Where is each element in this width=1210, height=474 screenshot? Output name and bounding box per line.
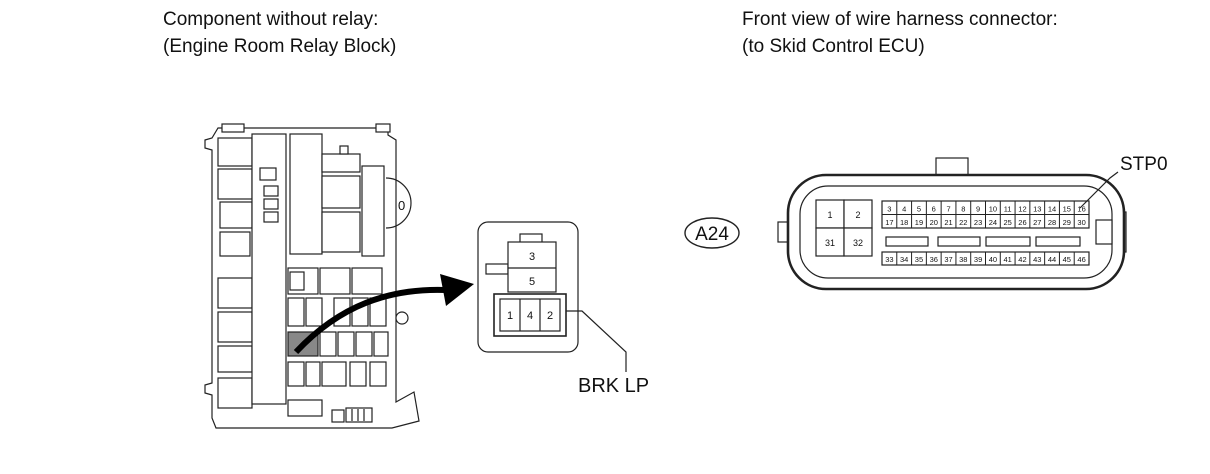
right-caption-line1: Front view of wire harness connector: <box>742 9 1058 30</box>
relay-pin-1: 1 <box>507 310 513 322</box>
ecu-pin-5: 5 <box>917 205 921 214</box>
ecu-pin-46: 46 <box>1077 255 1085 264</box>
ecu-pin-19: 19 <box>915 218 923 227</box>
ecu-pin-6: 6 <box>932 205 936 214</box>
left-caption: Component without relay: (Engine Room Re… <box>163 6 396 60</box>
ecu-pin-9: 9 <box>976 205 980 214</box>
ecu-pin-45: 45 <box>1063 255 1071 264</box>
ecu-pin-35: 35 <box>915 255 923 264</box>
ecu-pin-24: 24 <box>989 218 997 227</box>
pin-dividers <box>896 201 1075 265</box>
brk-lp-label: BRK LP <box>578 375 649 397</box>
curved-arrow-icon <box>293 274 474 355</box>
ecu-pin-44: 44 <box>1048 255 1056 264</box>
relay-pin-4: 4 <box>527 310 533 322</box>
left-caption-line2: (Engine Room Relay Block) <box>163 36 397 57</box>
relay-pin-5: 5 <box>529 276 535 288</box>
ecu-pin-36: 36 <box>930 255 938 264</box>
ecu-pin-23: 23 <box>974 218 982 227</box>
ecu-pin-15: 15 <box>1063 205 1071 214</box>
ecu-pin-10: 10 <box>989 205 997 214</box>
ecu-pin-2: 2 <box>855 210 860 220</box>
ecu-pin-33: 33 <box>885 255 893 264</box>
relay-pin-2: 2 <box>547 310 553 322</box>
right-caption: Front view of wire harness connector: (t… <box>742 6 1058 60</box>
ecu-pin-43: 43 <box>1033 255 1041 264</box>
ecu-pin-41: 41 <box>1004 255 1012 264</box>
ecu-connector-housing <box>777 157 1127 291</box>
ecu-pin-42: 42 <box>1018 255 1026 264</box>
a24-badge-label: A24 <box>695 224 729 245</box>
stp0-label: STP0 <box>1120 154 1168 175</box>
a24-badge <box>684 217 740 249</box>
ecu-pin-17: 17 <box>885 218 893 227</box>
ecu-pin-34: 34 <box>900 255 908 264</box>
ecu-pin-37: 37 <box>944 255 952 264</box>
ecu-pin-39: 39 <box>974 255 982 264</box>
ecu-pin-27: 27 <box>1033 218 1041 227</box>
ecu-pin-20: 20 <box>930 218 938 227</box>
ecu-pin-13: 13 <box>1033 205 1041 214</box>
ecu-pin-22: 22 <box>959 218 967 227</box>
ecu-pin-30: 30 <box>1077 218 1085 227</box>
ecu-pin-4: 4 <box>902 205 906 214</box>
left-caption-line1: Component without relay: <box>163 9 379 30</box>
ecu-pin-31: 31 <box>825 238 835 248</box>
ecu-pin-3: 3 <box>887 205 891 214</box>
ecu-pin-18: 18 <box>900 218 908 227</box>
right-caption-line2: (to Skid Control ECU) <box>742 36 925 57</box>
relay-block-zero-mark: 0 <box>398 198 405 213</box>
ecu-pin-26: 26 <box>1018 218 1026 227</box>
ecu-pin-14: 14 <box>1048 205 1056 214</box>
ecu-pin-25: 25 <box>1004 218 1012 227</box>
ecu-pin-7: 7 <box>946 205 950 214</box>
ecu-pin-8: 8 <box>961 205 965 214</box>
relay-terminal-connector <box>477 221 579 353</box>
ecu-pin-21: 21 <box>944 218 952 227</box>
ecu-pin-16: 16 <box>1077 205 1085 214</box>
ecu-pin-38: 38 <box>959 255 967 264</box>
ecu-pin-28: 28 <box>1048 218 1056 227</box>
relay-pin-3: 3 <box>529 251 535 263</box>
ecu-pin-32: 32 <box>853 238 863 248</box>
stp0-leader-line <box>1079 171 1119 209</box>
relay-block-illustration <box>204 123 420 429</box>
ecu-pin-29: 29 <box>1063 218 1071 227</box>
ecu-pin-40: 40 <box>989 255 997 264</box>
ecu-pin-12: 12 <box>1018 205 1026 214</box>
ecu-pin-11: 11 <box>1004 205 1012 214</box>
ecu-pin-1: 1 <box>827 210 832 220</box>
brk-lp-leader-line <box>566 310 627 372</box>
